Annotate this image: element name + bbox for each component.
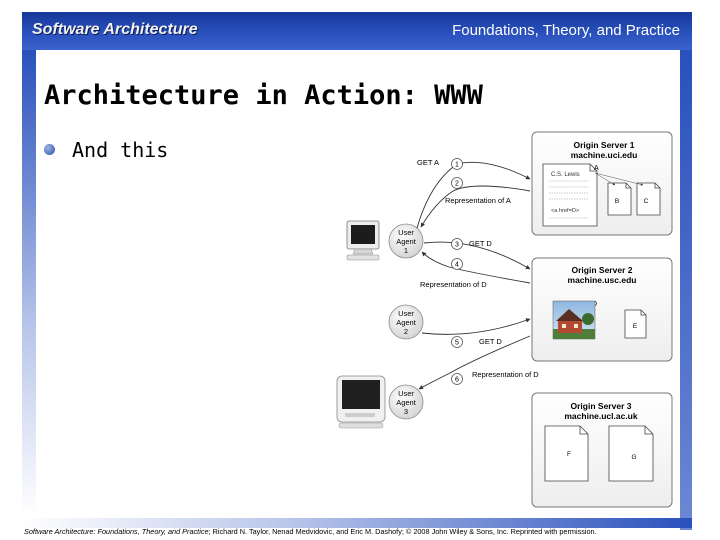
svg-text:C.S. Lewis: C.S. Lewis bbox=[551, 172, 580, 178]
server-1-host: machine.uci.edu bbox=[571, 150, 638, 160]
svg-text:5: 5 bbox=[455, 340, 459, 347]
computer-monitor-icon bbox=[346, 220, 380, 261]
document-f-icon: F bbox=[544, 425, 589, 482]
footer-credits: ; Richard N. Taylor, Nenad Medvidovic, a… bbox=[208, 527, 597, 536]
step-3: 3 GET D bbox=[451, 238, 492, 250]
svg-text:2: 2 bbox=[404, 327, 408, 336]
step-4: 4 Representation of D bbox=[420, 258, 487, 289]
slide-title: Architecture in Action: WWW bbox=[44, 80, 483, 111]
svg-text:<a href=D>: <a href=D> bbox=[551, 208, 579, 214]
slide-header: Software Architecture Foundations, Theor… bbox=[22, 12, 692, 50]
svg-text:C: C bbox=[644, 198, 649, 205]
svg-text:GET D: GET D bbox=[479, 337, 502, 346]
frame-right-bar bbox=[680, 50, 692, 530]
document-c-icon: C bbox=[636, 182, 661, 216]
frame-bottom-bar bbox=[22, 518, 692, 528]
frame-left-bar bbox=[22, 50, 36, 516]
www-architecture-diagram: Origin Server 1 machine.uci.edu A C.S. L… bbox=[325, 121, 680, 514]
svg-text:Agent: Agent bbox=[396, 318, 417, 327]
svg-text:6: 6 bbox=[455, 377, 459, 384]
svg-text:3: 3 bbox=[455, 242, 459, 249]
server-3-name: Origin Server 3 bbox=[571, 401, 632, 411]
svg-text:User: User bbox=[398, 309, 414, 318]
user-agent-3: User Agent 3 bbox=[388, 384, 424, 420]
user-agent-2: User Agent 2 bbox=[388, 304, 424, 340]
svg-text:1: 1 bbox=[455, 162, 459, 169]
origin-server-1: Origin Server 1 machine.uci.edu A C.S. L… bbox=[531, 131, 673, 236]
server-2-host: machine.usc.edu bbox=[568, 275, 637, 285]
svg-text:2: 2 bbox=[455, 181, 459, 188]
footer-book-title: Software Architecture: Foundations, Theo… bbox=[24, 527, 209, 536]
bullet-icon bbox=[44, 144, 55, 155]
step-6: 6 Representation of D bbox=[451, 370, 539, 385]
svg-text:Representation of D: Representation of D bbox=[472, 370, 539, 379]
imac-computer-icon bbox=[336, 375, 386, 429]
user-agent-1: User Agent 1 bbox=[388, 223, 424, 259]
svg-text:F: F bbox=[567, 451, 571, 458]
svg-text:Representation of A: Representation of A bbox=[445, 196, 511, 205]
svg-text:1: 1 bbox=[404, 246, 408, 255]
svg-text:3: 3 bbox=[404, 407, 408, 416]
svg-text:B: B bbox=[615, 198, 619, 205]
svg-text:GET D: GET D bbox=[469, 239, 492, 248]
header-subtitle: Foundations, Theory, and Practice bbox=[452, 22, 680, 39]
svg-text:Representation of D: Representation of D bbox=[420, 280, 487, 289]
house-photo-icon bbox=[552, 300, 596, 340]
document-a-icon: A C.S. Lewis <a href=D> bbox=[542, 163, 599, 227]
svg-text:A: A bbox=[594, 165, 599, 172]
document-e-icon: E bbox=[624, 309, 647, 339]
svg-text:Agent: Agent bbox=[396, 398, 417, 407]
step-1: 1 GET A bbox=[417, 158, 463, 170]
step-2: 2 Representation of A bbox=[445, 177, 511, 205]
server-3-host: machine.ucl.ac.uk bbox=[564, 411, 637, 421]
svg-text:GET A: GET A bbox=[417, 158, 439, 167]
document-g-icon: G bbox=[608, 425, 654, 482]
svg-text:Agent: Agent bbox=[396, 237, 417, 246]
svg-text:User: User bbox=[398, 228, 414, 237]
svg-text:G: G bbox=[631, 454, 636, 461]
origin-server-2: Origin Server 2 machine.usc.edu D E bbox=[531, 257, 673, 362]
step-5: 5 GET D bbox=[451, 336, 502, 348]
footer-citation: Software Architecture: Foundations, Theo… bbox=[24, 527, 597, 536]
origin-server-3: Origin Server 3 machine.ucl.ac.uk F G bbox=[531, 392, 673, 508]
server-1-name: Origin Server 1 bbox=[574, 140, 635, 150]
document-b-icon: B bbox=[607, 182, 632, 216]
server-2-name: Origin Server 2 bbox=[572, 265, 633, 275]
svg-text:User: User bbox=[398, 389, 414, 398]
bullet-text: And this bbox=[72, 138, 169, 162]
header-course-title: Software Architecture bbox=[32, 21, 198, 38]
svg-text:E: E bbox=[633, 323, 638, 330]
svg-text:4: 4 bbox=[455, 262, 459, 269]
